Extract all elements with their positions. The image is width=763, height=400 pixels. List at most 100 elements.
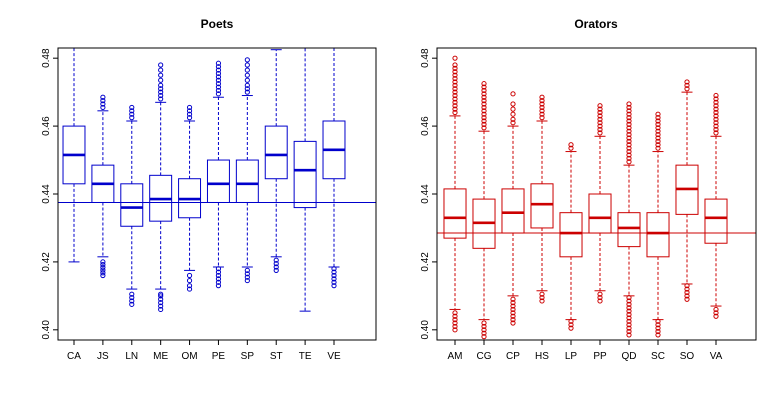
outlier-point bbox=[684, 82, 690, 88]
outlier-point bbox=[129, 108, 135, 114]
outlier-point bbox=[626, 108, 632, 114]
outlier-point bbox=[626, 111, 632, 117]
outlier-point bbox=[481, 94, 487, 100]
outlier-point bbox=[539, 111, 545, 117]
outlier-point bbox=[510, 320, 516, 326]
outlier-point bbox=[684, 286, 690, 292]
outlier-point bbox=[215, 91, 222, 97]
box-cg bbox=[472, 81, 496, 340]
outlier-point bbox=[100, 98, 106, 104]
outlier-point bbox=[452, 310, 458, 316]
box-iqr bbox=[120, 183, 144, 227]
outlier-point bbox=[539, 94, 545, 100]
outlier-point bbox=[713, 126, 719, 133]
outlier-point bbox=[539, 294, 545, 301]
x-tick-label: HS bbox=[535, 351, 549, 362]
outlier-point bbox=[597, 116, 603, 122]
x-tick-label: SP bbox=[241, 351, 255, 362]
outlier-point bbox=[713, 313, 719, 319]
y-tick-label: 0.46 bbox=[41, 116, 52, 136]
outlier-point bbox=[452, 79, 458, 85]
outlier-point bbox=[100, 94, 106, 100]
y-tick-label: 0.44 bbox=[420, 184, 431, 204]
outlier-point bbox=[186, 115, 193, 121]
box-ln bbox=[120, 104, 144, 307]
outlier-point bbox=[655, 145, 661, 151]
outlier-point bbox=[273, 261, 279, 267]
outlier-point bbox=[597, 120, 603, 126]
outlier-point bbox=[158, 293, 164, 299]
outlier-point bbox=[713, 123, 719, 129]
outlier-point bbox=[481, 101, 487, 107]
outlier-point bbox=[129, 111, 135, 117]
outlier-point bbox=[510, 313, 516, 319]
outlier-point bbox=[626, 148, 632, 155]
outlier-point bbox=[684, 283, 690, 289]
outlier-point bbox=[510, 310, 516, 316]
outlier-point bbox=[158, 86, 164, 92]
outlier-point bbox=[626, 121, 632, 127]
outlier-point bbox=[215, 279, 222, 285]
outlier-point bbox=[452, 72, 458, 78]
outlier-point bbox=[713, 92, 719, 99]
outlier-point bbox=[244, 82, 250, 88]
outlier-point bbox=[539, 98, 545, 104]
outlier-point bbox=[481, 118, 487, 124]
outlier-point bbox=[684, 293, 690, 299]
outlier-point bbox=[100, 262, 106, 268]
outlier-point bbox=[626, 138, 632, 144]
outlier-point bbox=[626, 315, 632, 321]
box-hs bbox=[530, 94, 554, 304]
x-tick-label: PE bbox=[212, 351, 226, 362]
outlier-point bbox=[539, 115, 545, 121]
outlier-point bbox=[655, 318, 661, 324]
outlier-point bbox=[597, 126, 603, 133]
outlier-point bbox=[215, 81, 222, 87]
y-tick-label: 0.40 bbox=[420, 320, 431, 340]
outlier-point bbox=[481, 330, 487, 336]
outlier-point bbox=[510, 106, 516, 112]
outlier-point bbox=[481, 125, 487, 131]
outlier-point bbox=[158, 77, 164, 83]
outlier-point bbox=[568, 322, 574, 328]
box-iqr bbox=[559, 212, 583, 258]
box-pp bbox=[588, 103, 612, 304]
outlier-point bbox=[186, 277, 193, 284]
y-tick-label: 0.46 bbox=[420, 116, 431, 136]
box-iqr bbox=[588, 193, 612, 234]
outlier-point bbox=[215, 77, 222, 83]
outlier-point bbox=[481, 320, 487, 326]
outlier-point bbox=[655, 115, 661, 121]
outlier-point bbox=[331, 276, 337, 282]
outlier-point bbox=[273, 267, 279, 273]
outlier-point bbox=[158, 89, 164, 95]
box-cp bbox=[501, 91, 525, 326]
outlier-point bbox=[626, 135, 632, 141]
y-tick-label: 0.40 bbox=[41, 320, 52, 340]
outlier-point bbox=[539, 104, 545, 111]
box-js bbox=[91, 94, 115, 279]
outlier-point bbox=[655, 131, 661, 138]
outlier-point bbox=[215, 266, 222, 272]
outlier-point bbox=[452, 313, 458, 319]
x-tick-label: LP bbox=[565, 351, 578, 362]
outlier-point bbox=[452, 65, 458, 71]
outlier-point bbox=[452, 320, 458, 326]
outlier-point bbox=[626, 131, 632, 138]
outlier-point bbox=[626, 101, 632, 107]
outlier-point bbox=[626, 118, 632, 124]
outlier-point bbox=[626, 128, 632, 134]
outlier-point bbox=[568, 325, 574, 331]
outlier-point bbox=[244, 57, 250, 63]
outlier-point bbox=[215, 269, 222, 275]
outlier-point bbox=[481, 323, 487, 330]
outlier-point bbox=[626, 125, 632, 131]
outlier-point bbox=[186, 283, 193, 289]
outlier-point bbox=[626, 322, 632, 328]
outlier-point bbox=[626, 298, 632, 304]
outlier-point bbox=[655, 125, 661, 131]
outlier-point bbox=[626, 318, 632, 324]
outlier-point bbox=[655, 332, 661, 338]
box-iqr bbox=[443, 188, 467, 239]
x-tick-label: VE bbox=[327, 351, 341, 362]
